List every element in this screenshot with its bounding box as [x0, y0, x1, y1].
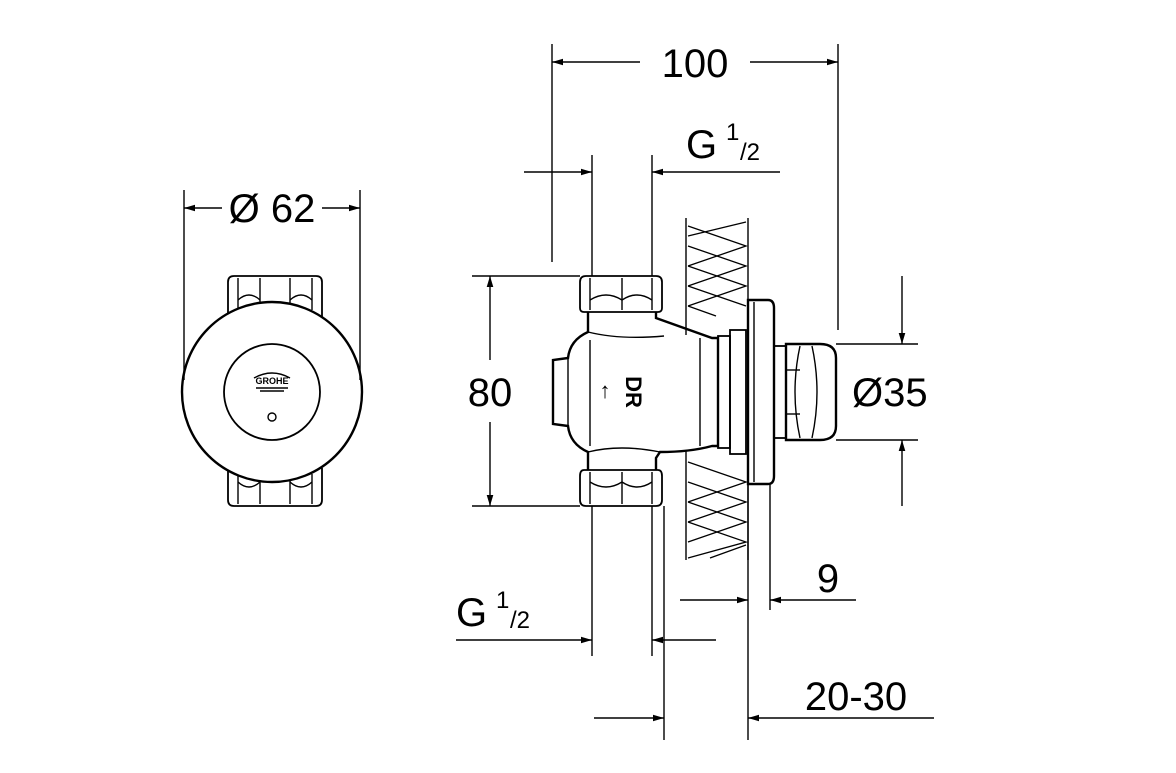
overall-length-label: 100 [662, 42, 729, 86]
height-label: 80 [468, 371, 513, 415]
side-view: DR ↑ 100 [456, 42, 934, 740]
front-inner-circle [223, 343, 321, 441]
thread-bottom-sup: 1 [496, 587, 509, 614]
thread-bottom-sub: /2 [510, 607, 530, 634]
side-bottom-nut [579, 469, 663, 507]
wall-range-label: 20-30 [805, 675, 907, 719]
thread-top-g: G [686, 123, 717, 167]
thread-bottom-g: G [456, 591, 487, 635]
thread-top-sup: 1 [726, 119, 739, 146]
flow-marking: DR [621, 376, 646, 408]
dim-wall-plate: 9 [680, 484, 856, 740]
side-top-nut [579, 275, 663, 313]
dim-wall-range: 20-30 [594, 506, 934, 740]
front-top-nut [227, 275, 323, 318]
dim-thread-bottom: G 1 /2 [456, 506, 716, 656]
front-outer-circle [180, 300, 364, 484]
thread-top-sub: /2 [740, 139, 760, 166]
grohe-logo: GROHE [253, 372, 291, 392]
outlet-button [773, 342, 838, 442]
indicator-dot [267, 412, 277, 422]
dim-thread-top: G 1 /2 [524, 119, 780, 276]
valve-body: DR ↑ [551, 312, 747, 470]
wall-plate-label: 9 [817, 557, 839, 601]
wall-hatch-top [685, 218, 749, 335]
flow-arrow: ↑ [600, 378, 611, 403]
wall-hatch-bottom [685, 450, 749, 560]
dim-overall-length: 100 [551, 42, 839, 330]
dim-height: 80 [468, 275, 580, 507]
front-view: GROHE Ø 62 [180, 187, 364, 507]
outlet-diameter-label: Ø35 [852, 371, 928, 415]
dim-outlet-diameter: Ø35 [836, 276, 928, 506]
dim-front-diameter: Ø 62 [183, 187, 361, 380]
front-diameter-label: Ø 62 [229, 187, 316, 231]
wall-rosette [746, 298, 776, 486]
logo-text: GROHE [255, 376, 288, 386]
